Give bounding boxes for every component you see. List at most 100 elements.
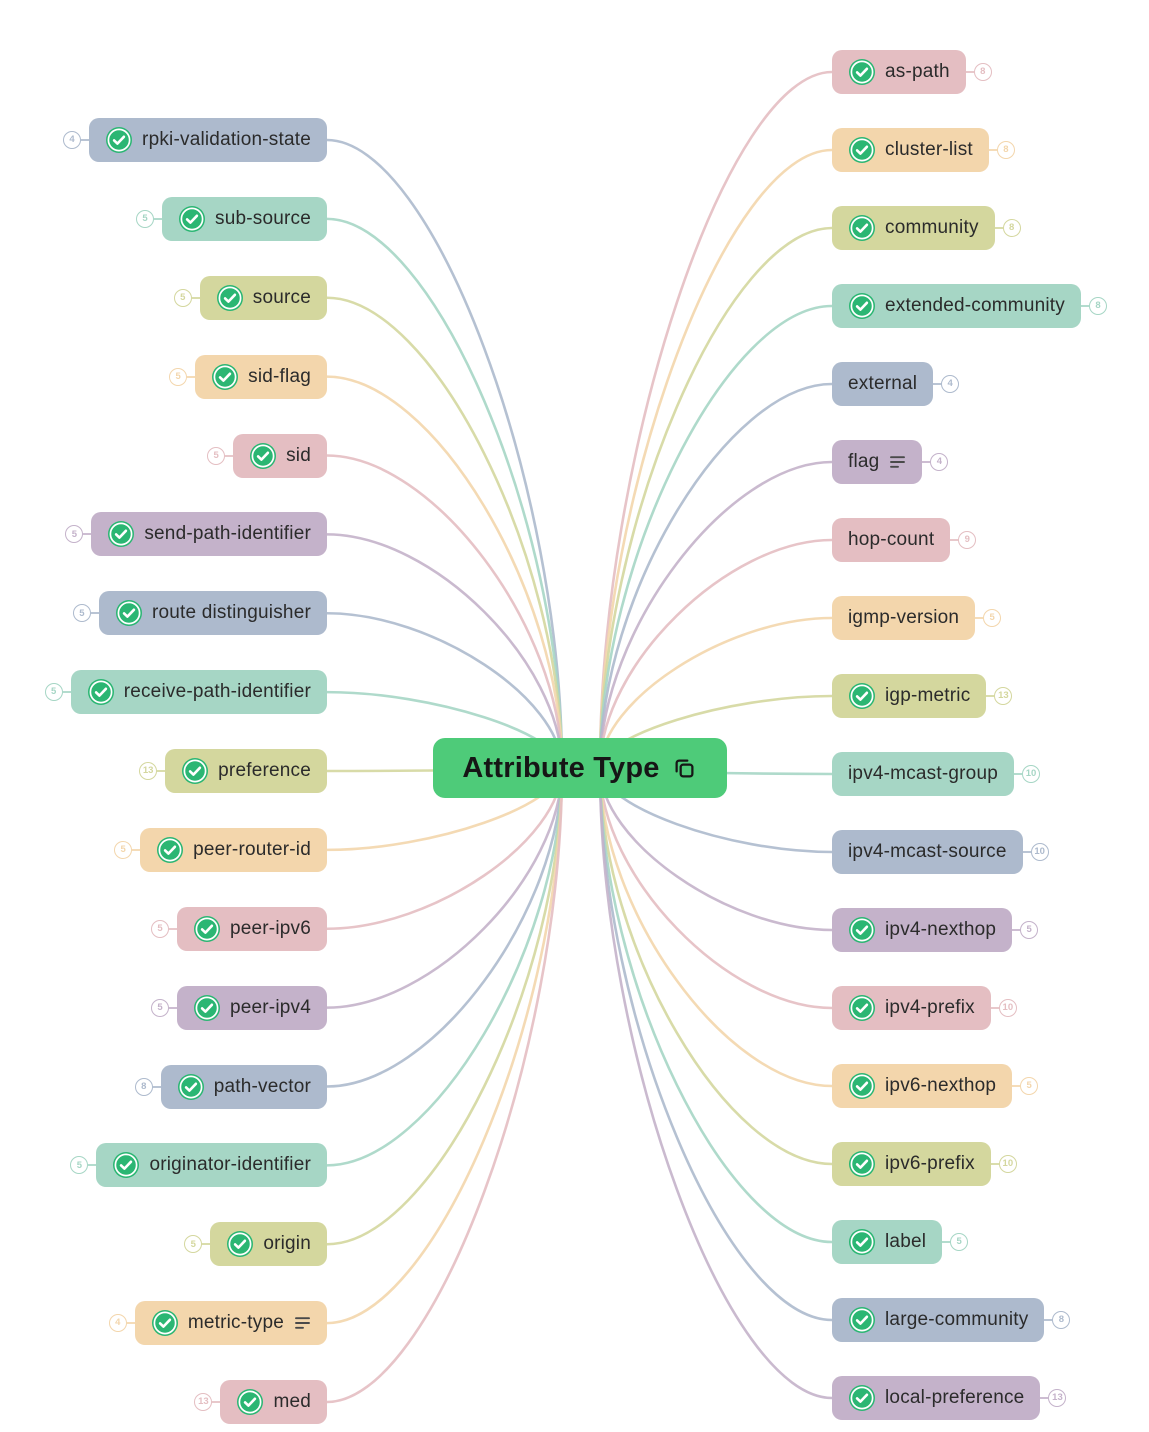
node-igp-metric[interactable]: igp-metric [832, 674, 987, 718]
count-badge[interactable]: 4 [941, 375, 960, 393]
count-badge[interactable]: 10 [998, 1155, 1017, 1173]
count-badge[interactable]: 5 [44, 683, 63, 702]
link-curve [325, 766, 564, 1246]
check-icon [848, 916, 876, 944]
node-as-path[interactable]: as-path [832, 50, 966, 94]
root-node[interactable]: Attribute Type [433, 738, 727, 798]
node-sid-flag[interactable]: sid-flag [195, 354, 327, 399]
node-sub-source[interactable]: sub-source [162, 196, 327, 241]
node-large-community[interactable]: large-community [832, 1298, 1045, 1342]
link-curve [598, 70, 834, 770]
count-badge[interactable]: 5 [150, 919, 169, 938]
count-badge[interactable]: 8 [973, 63, 992, 81]
count-badge[interactable]: 8 [1052, 1311, 1071, 1329]
count-badge[interactable]: 10 [1021, 765, 1040, 783]
count-badge[interactable]: 5 [983, 609, 1002, 627]
node-source[interactable]: source [199, 275, 327, 320]
badge-connector [990, 1007, 999, 1009]
count-badge[interactable]: 8 [1088, 297, 1107, 315]
link-curve [325, 766, 564, 1325]
node-extended-community[interactable]: extended-community [832, 284, 1081, 328]
check-icon [115, 599, 143, 627]
node-sid[interactable]: sid [233, 433, 327, 478]
node-local-preference[interactable]: local-preference [832, 1376, 1041, 1420]
count-badge[interactable]: 13 [1048, 1389, 1067, 1407]
count-badge[interactable]: 5 [184, 1235, 203, 1254]
branch-preference: 13 preference [139, 749, 327, 793]
count-badge[interactable]: 4 [63, 131, 82, 149]
count-badge[interactable]: 13 [194, 1393, 213, 1411]
node-ipv4-mcast-source[interactable]: ipv4-mcast-source [832, 830, 1023, 874]
branch-peer-router-id: 5 peer-router-id [114, 827, 327, 872]
count-badge[interactable]: 5 [173, 288, 192, 307]
node-receive-path-identifier[interactable]: receive-path-identifier [70, 670, 327, 715]
count-badge[interactable]: 5 [950, 1233, 969, 1251]
node-origin[interactable]: origin [210, 1222, 327, 1267]
node-originator-identifier[interactable]: originator-identifier [96, 1143, 327, 1188]
branch-med: 13 med [194, 1380, 327, 1424]
link-curve [598, 766, 834, 1088]
copy-icon[interactable] [671, 755, 698, 782]
node-cluster-list[interactable]: cluster-list [832, 128, 989, 172]
check-icon [216, 284, 244, 312]
count-badge[interactable]: 8 [996, 141, 1015, 159]
node-ipv4-prefix[interactable]: ipv4-prefix [832, 986, 991, 1030]
count-badge[interactable]: 4 [108, 1314, 127, 1333]
link-curve [325, 375, 564, 770]
node-label[interactable]: label [832, 1220, 943, 1264]
check-icon [848, 136, 876, 164]
branch-ipv6-prefix: ipv6-prefix 10 [832, 1142, 1017, 1186]
node-label: origin [263, 1233, 311, 1255]
node-send-path-identifier[interactable]: send-path-identifier [91, 512, 327, 557]
count-badge[interactable]: 8 [134, 1077, 153, 1096]
node-ipv6-prefix[interactable]: ipv6-prefix [832, 1142, 991, 1186]
node-peer-ipv6[interactable]: peer-ipv6 [176, 906, 327, 951]
check-icon [177, 1073, 205, 1101]
node-peer-ipv4[interactable]: peer-ipv4 [176, 985, 327, 1030]
node-route-distinguisher[interactable]: route distinguisher [98, 591, 327, 636]
node-community[interactable]: community [832, 206, 995, 250]
count-badge[interactable]: 4 [930, 453, 949, 471]
link-curve [598, 382, 834, 770]
count-badge[interactable]: 13 [994, 687, 1013, 705]
branch-sid: 5 sid [207, 433, 327, 478]
node-ipv4-mcast-group[interactable]: ipv4-mcast-group [832, 752, 1014, 796]
count-badge[interactable]: 9 [958, 531, 977, 549]
badge-connector [975, 617, 984, 619]
count-badge[interactable]: 5 [70, 1156, 89, 1175]
count-badge[interactable]: 5 [169, 367, 188, 386]
node-metric-type[interactable]: metric-type [134, 1301, 327, 1346]
count-badge[interactable]: 5 [150, 998, 169, 1017]
node-path-vector[interactable]: path-vector [160, 1064, 327, 1109]
count-badge[interactable]: 5 [207, 446, 226, 465]
check-icon [848, 58, 876, 86]
node-preference[interactable]: preference [165, 749, 327, 793]
count-badge[interactable]: 13 [139, 762, 158, 780]
branch-ipv4-mcast-group: ipv4-mcast-group 10 [832, 752, 1040, 796]
count-badge[interactable]: 5 [114, 840, 133, 859]
count-badge[interactable]: 5 [136, 209, 154, 228]
badge-connector [1044, 1319, 1053, 1321]
node-peer-router-id[interactable]: peer-router-id [140, 827, 327, 872]
node-med[interactable]: med [220, 1380, 327, 1424]
node-label: label [885, 1231, 927, 1252]
count-badge[interactable]: 5 [65, 525, 84, 544]
count-badge[interactable]: 5 [1020, 1077, 1039, 1095]
count-badge[interactable]: 5 [1020, 921, 1039, 939]
count-badge[interactable]: 10 [1030, 843, 1049, 861]
count-badge[interactable]: 5 [72, 604, 91, 623]
badge-connector [126, 1322, 135, 1325]
count-badge[interactable]: 8 [1002, 219, 1021, 237]
link-curve [325, 766, 564, 1404]
branch-igmp-version: igmp-version 5 [832, 596, 1002, 640]
node-igmp-version[interactable]: igmp-version [832, 596, 976, 640]
node-external[interactable]: external [832, 362, 934, 406]
count-badge[interactable]: 10 [998, 999, 1017, 1017]
node-ipv4-nexthop[interactable]: ipv4-nexthop [832, 908, 1013, 952]
node-flag[interactable]: flag [832, 440, 923, 484]
branch-label: label 5 [832, 1220, 969, 1264]
node-hop-count[interactable]: hop-count [832, 518, 951, 562]
node-rpki-validation-state[interactable]: rpki-validation-state [89, 118, 327, 162]
node-ipv6-nexthop[interactable]: ipv6-nexthop [832, 1064, 1013, 1108]
badge-connector [81, 139, 90, 141]
